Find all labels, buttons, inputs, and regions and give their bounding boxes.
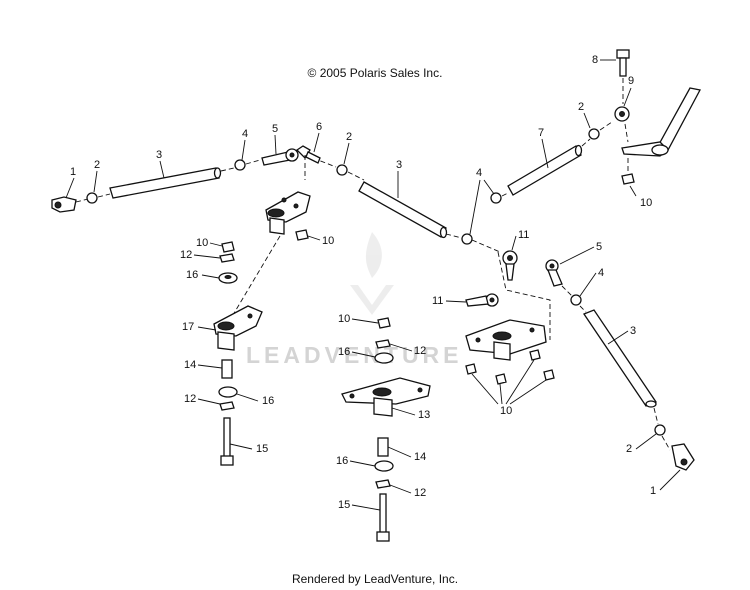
callout-12a: 12 [180, 249, 192, 261]
washer-12d [375, 479, 391, 489]
callout-2b: 2 [346, 131, 352, 143]
rod-end-5a [261, 145, 311, 166]
nut-10b [621, 173, 635, 185]
callout-6: 6 [316, 121, 322, 133]
callout-10b: 10 [322, 235, 334, 247]
bellcrank-17 [213, 305, 263, 351]
callout-17: 17 [182, 321, 194, 333]
jam-nut-4a [234, 159, 246, 171]
callout-3c: 3 [630, 325, 636, 337]
callout-7: 7 [538, 127, 544, 139]
callout-15b: 15 [338, 499, 350, 511]
callout-12d: 12 [414, 487, 426, 499]
callout-4a: 4 [242, 128, 248, 140]
callout-5b: 5 [596, 241, 602, 253]
bellcrank-upper [265, 191, 311, 235]
nut-10d [377, 317, 391, 329]
jam-nut-2a [86, 192, 98, 204]
callout-2d: 2 [626, 443, 632, 455]
callout-11a: 11 [518, 229, 529, 241]
tie-rod-end-left [51, 196, 77, 213]
callout-10a: 10 [640, 197, 652, 209]
bellcrank-13 [341, 377, 431, 417]
copyright-text: © 2005 Polaris Sales Inc. [307, 66, 443, 80]
callout-10e: 10 [500, 405, 512, 417]
tube-3a [109, 167, 222, 199]
callout-12c: 12 [414, 345, 426, 357]
callout-14a: 14 [184, 359, 196, 371]
bolt-15a [220, 417, 234, 466]
callout-13: 13 [418, 409, 430, 421]
nut-10e [465, 363, 477, 375]
sleeve-14b [377, 437, 389, 457]
nut-10h [543, 369, 555, 381]
jam-nut-4d [570, 294, 582, 306]
rod-end-9 [614, 106, 630, 122]
bellcrank-right [465, 319, 547, 361]
callout-8: 8 [592, 54, 598, 66]
callout-2a: 2 [94, 159, 100, 171]
jam-nut-2c [588, 128, 600, 140]
callout-9: 9 [628, 75, 634, 87]
callout-1b: 1 [650, 485, 656, 497]
watermark-logo [350, 232, 394, 315]
callout-3b: 3 [396, 159, 402, 171]
callout-4b: 4 [476, 167, 482, 179]
nut-10f [495, 373, 507, 385]
watermark-text: LEADVENTURE [246, 342, 463, 368]
rod-end-11a [502, 250, 518, 281]
callout-4d: 4 [598, 267, 604, 279]
callout-labels: 1 2 3 4 5 6 2 3 4 7 8 2 9 10 11 10 10 12 [65, 54, 681, 511]
steering-shaft-arm [621, 87, 701, 157]
nut-10c [221, 241, 235, 253]
washer-12c [375, 339, 391, 349]
callout-16b: 16 [262, 395, 274, 407]
callout-12b: 12 [184, 393, 196, 405]
callout-11b: 11 [432, 295, 443, 307]
bushing-16d [374, 460, 394, 472]
sleeve-14a [221, 359, 233, 379]
callout-16c: 16 [338, 346, 350, 358]
rod-end-11b [465, 293, 499, 307]
bolt-6 [305, 151, 321, 164]
nut-10g [529, 349, 541, 361]
callout-15a: 15 [256, 443, 268, 455]
callout-1a: 1 [70, 166, 76, 178]
jam-nut-2d [654, 424, 666, 436]
callout-16d: 16 [336, 455, 348, 467]
rod-end-5b [545, 259, 563, 287]
callout-14b: 14 [414, 451, 426, 463]
callout-5a: 5 [272, 123, 278, 135]
washer-12b [219, 401, 235, 411]
washer-12a [219, 253, 235, 263]
tube-3c [583, 309, 657, 408]
bushing-16c [374, 352, 394, 364]
jam-nut-4b [461, 233, 473, 245]
bolt-15b [376, 493, 390, 542]
jam-nut-4c [490, 192, 502, 204]
bushing-16b [218, 386, 238, 398]
callout-3a: 3 [156, 149, 162, 161]
footer-text: Rendered by LeadVenture, Inc. [291, 572, 459, 586]
callout-10c: 10 [196, 237, 208, 249]
tie-rod-end-right [671, 443, 695, 471]
jam-nut-2b [336, 164, 348, 176]
callout-2c: 2 [578, 101, 584, 113]
tube-3b [358, 181, 448, 239]
tube-7 [507, 144, 583, 196]
callout-10d: 10 [338, 313, 350, 325]
callout-16a: 16 [186, 269, 198, 281]
bolt-8 [616, 49, 630, 77]
nut-10a [295, 229, 309, 241]
